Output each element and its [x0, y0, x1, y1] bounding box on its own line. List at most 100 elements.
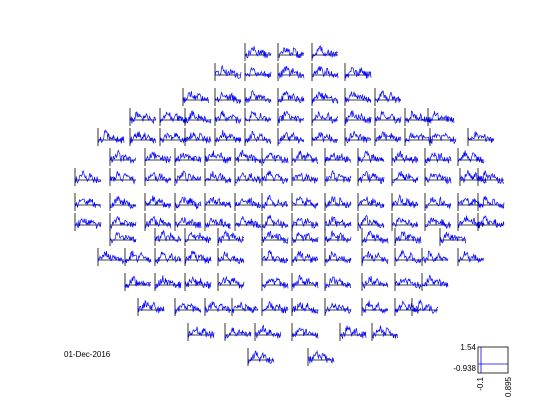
channel-trace — [231, 301, 259, 314]
channel-axes-66 — [109, 193, 137, 211]
channel-axes-48 — [391, 148, 419, 166]
channel-axes-10 — [244, 88, 272, 106]
channel-axes-136 — [224, 323, 252, 341]
channel-trace — [291, 232, 319, 244]
scale-ymax-label: 1.54 — [460, 343, 476, 352]
channel-trace — [137, 300, 165, 314]
channel-trace — [244, 66, 272, 78]
channel-axes-19 — [244, 108, 272, 126]
channel-axes-83 — [204, 213, 232, 231]
channel-trace — [261, 194, 289, 209]
channel-trace — [124, 275, 152, 289]
channel-trace — [291, 196, 319, 209]
channel-trace — [277, 131, 305, 145]
channel-trace — [261, 152, 289, 164]
channel-trace — [307, 350, 335, 364]
channel-axes-55 — [204, 168, 232, 186]
channel-trace — [214, 64, 242, 79]
channel-trace — [457, 150, 485, 164]
channel-trace — [421, 274, 449, 288]
channel-trace — [144, 151, 172, 164]
channel-axes-126 — [174, 298, 202, 316]
channel-trace — [344, 67, 372, 79]
channel-trace — [184, 132, 212, 144]
channel-trace — [277, 65, 305, 79]
channel-axes-34 — [344, 128, 372, 146]
channel-trace — [357, 150, 385, 164]
channel-trace — [344, 90, 372, 104]
channel-axes-16 — [159, 108, 187, 126]
channel-axes-14 — [374, 88, 402, 106]
channel-axes-1 — [277, 43, 305, 61]
channel-trace — [391, 171, 419, 183]
channel-trace — [244, 90, 272, 104]
channel-axes-99 — [324, 228, 352, 246]
channel-trace — [404, 110, 432, 124]
channel-trace — [144, 171, 172, 184]
channel-axes-80 — [109, 213, 137, 231]
channel-axes-113 — [421, 248, 449, 266]
channel-trace — [374, 90, 402, 104]
channel-axes-129 — [261, 298, 289, 316]
channel-trace — [234, 172, 262, 184]
channel-axes-47 — [357, 148, 385, 166]
channel-trace — [129, 111, 157, 125]
channel-trace — [391, 193, 419, 209]
channel-trace — [361, 300, 389, 314]
channel-trace — [291, 217, 319, 230]
channel-axes-65 — [74, 193, 102, 211]
channel-axes-135 — [187, 323, 215, 341]
channel-trace — [184, 276, 212, 289]
channel-trace — [311, 132, 339, 144]
channel-trace — [427, 111, 455, 124]
channel-axes-17 — [184, 108, 212, 126]
channel-trace — [291, 327, 319, 339]
channel-axes-69 — [204, 193, 232, 211]
channel-axes-33 — [311, 128, 339, 146]
channel-axes-54 — [174, 168, 202, 186]
channel-axes-73 — [324, 193, 352, 211]
channel-trace — [204, 217, 232, 229]
channel-axes-78 — [477, 193, 505, 211]
channel-axes-140 — [371, 323, 399, 341]
channel-axes-0 — [244, 43, 272, 61]
channel-axes-116 — [154, 273, 182, 291]
channel-axes-88 — [357, 213, 385, 231]
channel-axes-139 — [339, 323, 367, 341]
channel-axes-121 — [324, 273, 352, 291]
channel-trace — [182, 91, 209, 104]
channel-trace — [109, 195, 137, 210]
channel-trace — [324, 276, 352, 289]
channel-trace — [159, 132, 187, 144]
channel-axes-92 — [477, 213, 505, 231]
channel-trace — [411, 299, 439, 315]
channel-axes-107 — [217, 248, 245, 266]
channel-trace — [144, 215, 172, 229]
channel-trace — [424, 217, 452, 230]
channel-trace — [234, 215, 262, 229]
channel-trace — [184, 250, 212, 264]
channel-trace — [324, 195, 352, 209]
channel-axes-74 — [357, 193, 385, 211]
channel-trace — [404, 132, 432, 145]
channel-trace — [344, 130, 372, 144]
channel-axes-37 — [429, 128, 457, 146]
channel-axes-130 — [291, 298, 319, 316]
channel-axes-38 — [467, 128, 495, 146]
channel-trace — [261, 277, 289, 289]
channel-axes-3 — [214, 63, 242, 81]
channel-trace — [74, 218, 102, 230]
channel-axes-53 — [144, 168, 172, 186]
channel-axes-4 — [244, 63, 272, 81]
channel-trace — [324, 215, 352, 229]
channel-axes-31 — [244, 128, 272, 146]
scale-box — [477, 346, 509, 374]
channel-trace — [361, 276, 389, 290]
channel-trace — [74, 170, 102, 184]
channel-trace — [74, 198, 102, 208]
channel-trace — [277, 47, 305, 59]
channel-trace — [174, 216, 202, 229]
channel-trace — [311, 111, 339, 125]
channel-axes-95 — [184, 228, 212, 246]
channel-axes-90 — [424, 213, 452, 231]
